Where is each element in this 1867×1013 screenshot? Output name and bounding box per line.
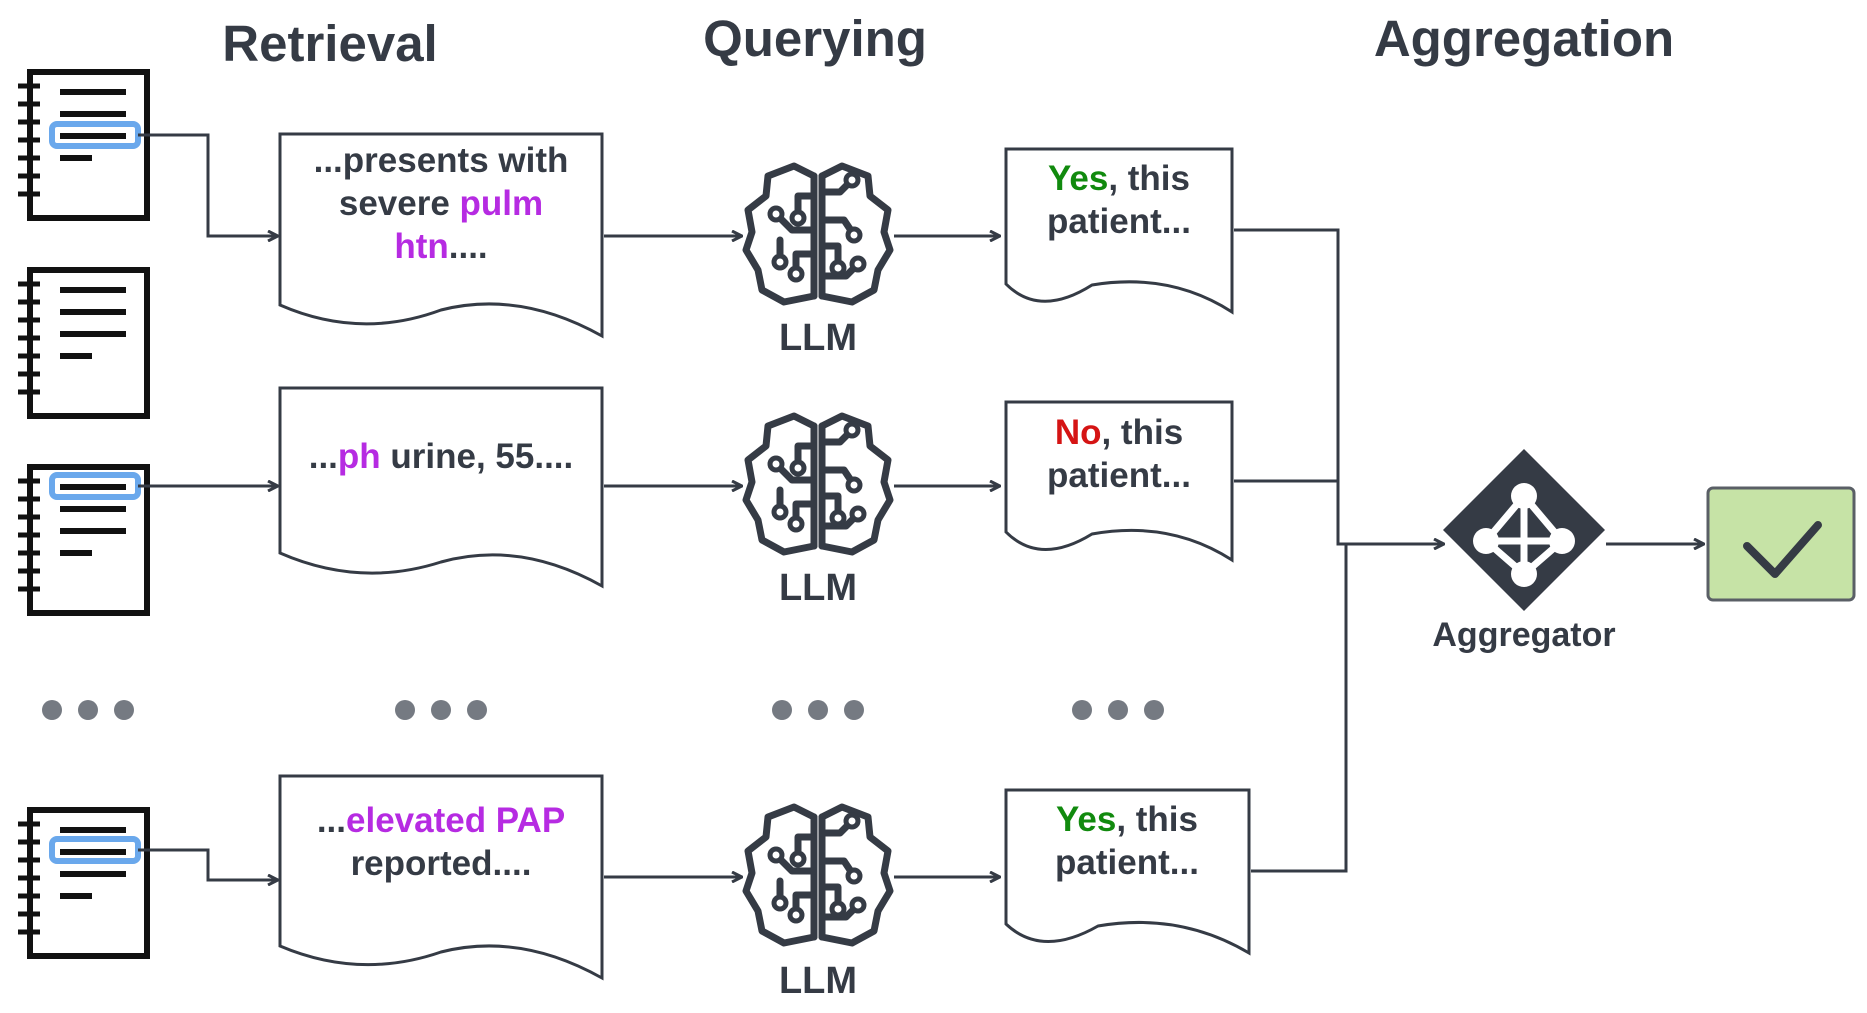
llm-label: LLM [779,567,857,609]
stage-title-querying: Querying [703,10,927,67]
answer-verdict: Yes [1048,159,1108,198]
answer-document [1004,788,1251,956]
answer-document [1004,400,1234,563]
notebook-icon [18,807,150,959]
more-items-ellipsis [772,700,864,720]
snippet-segment: severe [339,184,460,223]
notebook-icon [18,267,150,419]
snippet-text: ...elevated PAP reported.... [317,801,565,883]
answer-segment: patient... [1055,843,1199,882]
snippet-text: ...ph urine, 55.... [309,437,574,476]
brain-circuit-icon [742,162,894,306]
answer-document [1004,147,1234,315]
connector [138,848,278,880]
llm-label: LLM [779,960,857,1002]
snippet-document [278,386,604,589]
answer-segment: , this [1108,159,1190,198]
snippet-segment: reported.... [351,844,532,883]
network-diamond-icon [1443,449,1605,611]
highlighted-term: pulm [460,184,544,223]
snippet-segment: urine, 55.... [381,437,574,476]
more-items-ellipsis [1072,700,1164,720]
snippet-document [278,132,604,339]
more-items-ellipsis [42,700,134,720]
llm-label: LLM [779,317,857,359]
snippet-segment: ... [309,437,338,476]
answer-segment: patient... [1047,456,1191,495]
more-items-ellipsis [395,700,487,720]
highlighted-term: elevated PAP [346,801,565,840]
connector [1251,544,1348,873]
connector [138,133,278,236]
highlighted-term: ph [338,437,381,476]
snippet-document [278,774,604,981]
answer-text: No, this patient... [1047,413,1191,495]
brain-circuit-icon [742,412,894,556]
checkmark-icon [1706,486,1856,602]
answer-verdict: No [1055,413,1102,452]
brain-circuit-icon [742,803,894,947]
answer-segment: , this [1101,413,1183,452]
snippet-segment: ... [317,801,346,840]
stage-title-aggregation: Aggregation [1374,10,1674,67]
answer-segment: patient... [1047,202,1191,241]
highlighted-term: htn [394,227,448,266]
stage-title-retrieval: Retrieval [222,15,437,72]
connector [1234,228,1444,544]
notebook-icon [18,69,150,221]
answer-text: Yes, this patient... [1047,159,1191,241]
snippet-segment: ...presents with [314,141,569,180]
answer-verdict: Yes [1056,800,1116,839]
answer-segment: , this [1116,800,1198,839]
snippet-segment: .... [449,227,488,266]
aggregator-label: Aggregator [1432,616,1615,654]
notebook-icon [18,464,150,616]
answer-text: Yes, this patient... [1055,800,1199,882]
